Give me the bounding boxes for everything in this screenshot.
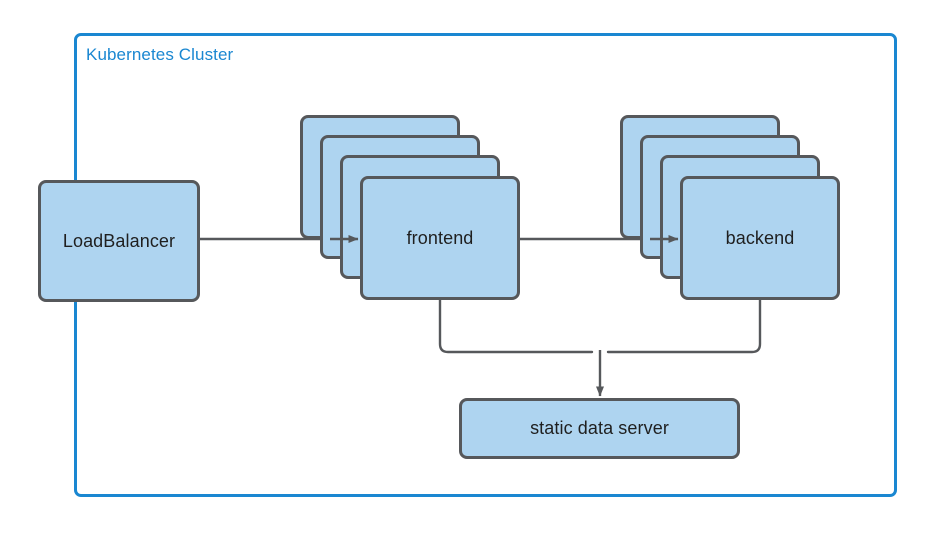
edge-backend-to-static-data-server: [606, 298, 762, 354]
kubernetes-cluster-label: Kubernetes Cluster: [86, 45, 234, 64]
node-backend-label: backend: [725, 227, 795, 248]
node-frontend[interactable]: frontend: [360, 176, 520, 300]
node-stack-backend: backend: [620, 115, 840, 300]
node-loadbalancer-label: LoadBalancer: [62, 230, 176, 251]
node-static-data-server-label: static data server: [530, 418, 669, 438]
node-static-data-server[interactable]: static data server: [459, 398, 740, 459]
node-stack-frontend: frontend: [300, 115, 520, 300]
node-loadbalancer[interactable]: LoadBalancer: [38, 180, 200, 302]
node-backend[interactable]: backend: [680, 176, 840, 300]
edge-frontend-to-static-data-server: [438, 298, 594, 354]
node-frontend-label: frontend: [406, 227, 474, 248]
